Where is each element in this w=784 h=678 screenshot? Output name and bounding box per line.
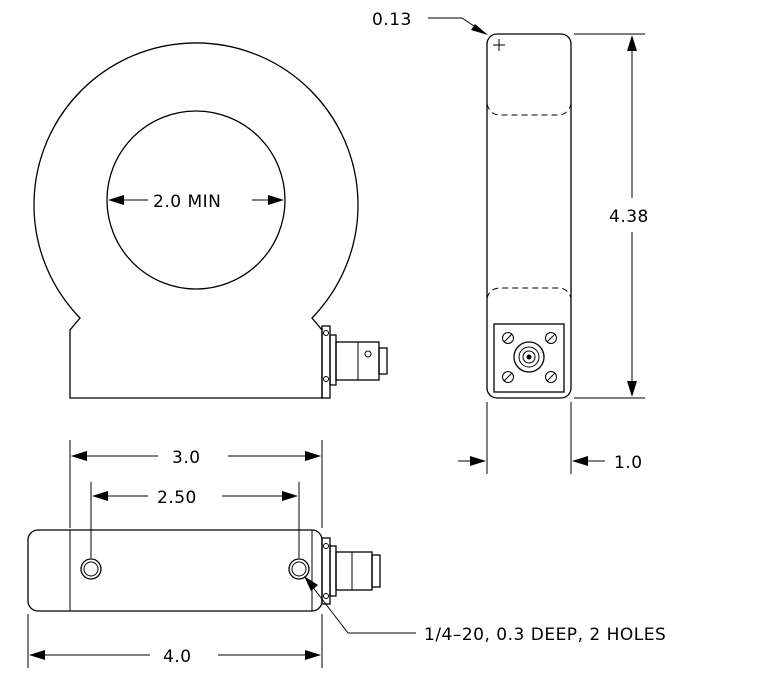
bnc-connector-front [321, 325, 388, 399]
hidden-line-bottom [486, 287, 572, 299]
connector-face [493, 323, 565, 393]
height-label: 4.38 [609, 207, 649, 227]
hidden-line-top [486, 103, 572, 116]
thickness-label: 1.0 [614, 453, 643, 473]
dim-corner-radius: 0.13 [372, 10, 488, 35]
ring-inner-bore [106, 110, 286, 290]
overall-length-label: 4.0 [163, 647, 192, 667]
ring-outline [33, 42, 359, 399]
dim-overall-length: 4.0 [27, 614, 323, 668]
inner-diameter-label: 2.0 MIN [153, 192, 221, 212]
hole-spacing-label: 2.50 [157, 488, 197, 508]
front-view: 2.0 MIN [33, 42, 388, 399]
dim-base-width: 3.0 [69, 440, 323, 528]
bottom-body [27, 529, 323, 612]
mount-hole-left [80, 558, 102, 580]
dim-height: 4.38 [574, 33, 649, 399]
side-view: 0.13 4.38 1.0 [372, 10, 649, 474]
base-width-label: 3.0 [172, 448, 201, 468]
bottom-view: 3.0 2.50 4.0 1/4–20, 0.3 DEEP [27, 440, 666, 668]
dim-inner-diameter: 2.0 MIN [108, 192, 284, 212]
dim-hole-spacing: 2.50 [90, 482, 300, 558]
side-body [486, 33, 572, 399]
hole-note-label: 1/4–20, 0.3 DEEP, 2 HOLES [424, 625, 666, 645]
dim-thickness: 1.0 [458, 402, 643, 474]
bnc-connector-bottom [321, 537, 381, 605]
dim-hole-note: 1/4–20, 0.3 DEEP, 2 HOLES [304, 576, 666, 645]
mount-hole-right [288, 558, 310, 580]
corner-radius-label: 0.13 [372, 10, 412, 30]
